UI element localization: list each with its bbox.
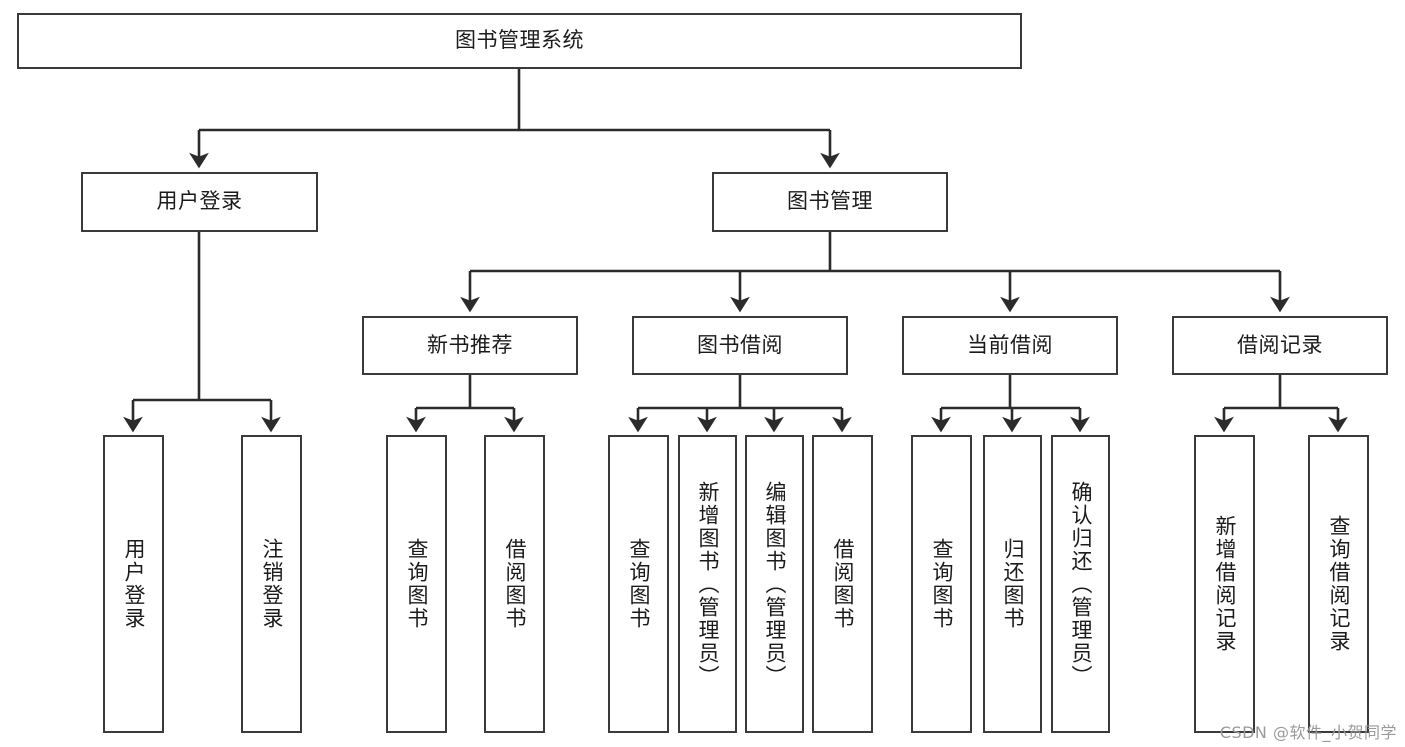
node-leaf-query-book-borrow[interactable]: 查询图书: [608, 435, 669, 733]
node-label: 图书管理系统: [455, 28, 584, 53]
watermark-text: CSDN @软件_小贺同学: [1219, 723, 1397, 742]
node-leaf-user-login[interactable]: 用户登录: [103, 435, 164, 733]
node-label: 当前借阅: [967, 332, 1053, 357]
node-label: 注销登录: [260, 538, 284, 630]
node-user-login[interactable]: 用户登录: [81, 172, 318, 232]
node-current-borrow[interactable]: 当前借阅: [902, 316, 1118, 375]
node-leaf-add-book-admin[interactable]: 新增图书（管理员）: [678, 435, 737, 733]
node-leaf-query-book-rec[interactable]: 查询图书: [386, 435, 447, 733]
node-new-book-recommend[interactable]: 新书推荐: [362, 316, 578, 375]
node-book-borrow[interactable]: 图书借阅: [632, 316, 848, 375]
node-label: 用户登录: [156, 189, 243, 214]
node-leaf-edit-book-admin[interactable]: 编辑图书（管理员）: [745, 435, 804, 733]
node-leaf-confirm-return-admin[interactable]: 确认归还（管理员）: [1051, 435, 1110, 733]
node-label: 借阅图书: [503, 538, 527, 630]
node-leaf-add-borrow-record[interactable]: 新增借阅记录: [1194, 435, 1255, 733]
node-label: 新增图书（管理员）: [696, 480, 720, 688]
node-leaf-borrow-book[interactable]: 借阅图书: [812, 435, 873, 733]
node-book-manage[interactable]: 图书管理: [712, 172, 948, 232]
node-label: 查询图书: [405, 538, 429, 630]
node-label: 编辑图书（管理员）: [763, 480, 787, 688]
node-leaf-query-borrow-record[interactable]: 查询借阅记录: [1308, 435, 1369, 733]
node-label: 确认归还（管理员）: [1069, 480, 1093, 688]
node-label: 查询图书: [627, 538, 651, 630]
node-leaf-query-book-current[interactable]: 查询图书: [911, 435, 972, 733]
node-label: 图书借阅: [697, 332, 783, 357]
node-label: 借阅图书: [831, 538, 855, 630]
node-label: 用户登录: [122, 538, 146, 630]
node-label: 图书管理: [787, 189, 873, 214]
node-label: 查询借阅记录: [1327, 515, 1351, 653]
node-label: 查询图书: [930, 538, 954, 630]
node-label: 新增借阅记录: [1213, 515, 1237, 653]
node-borrow-record[interactable]: 借阅记录: [1172, 316, 1388, 375]
node-label: 借阅记录: [1237, 332, 1323, 357]
node-leaf-user-logout[interactable]: 注销登录: [241, 435, 302, 733]
node-label: 归还图书: [1001, 538, 1025, 630]
node-leaf-borrow-book-rec[interactable]: 借阅图书: [484, 435, 545, 733]
node-leaf-return-book[interactable]: 归还图书: [983, 435, 1042, 733]
node-label: 新书推荐: [427, 332, 513, 357]
node-root-system[interactable]: 图书管理系统: [17, 13, 1022, 69]
